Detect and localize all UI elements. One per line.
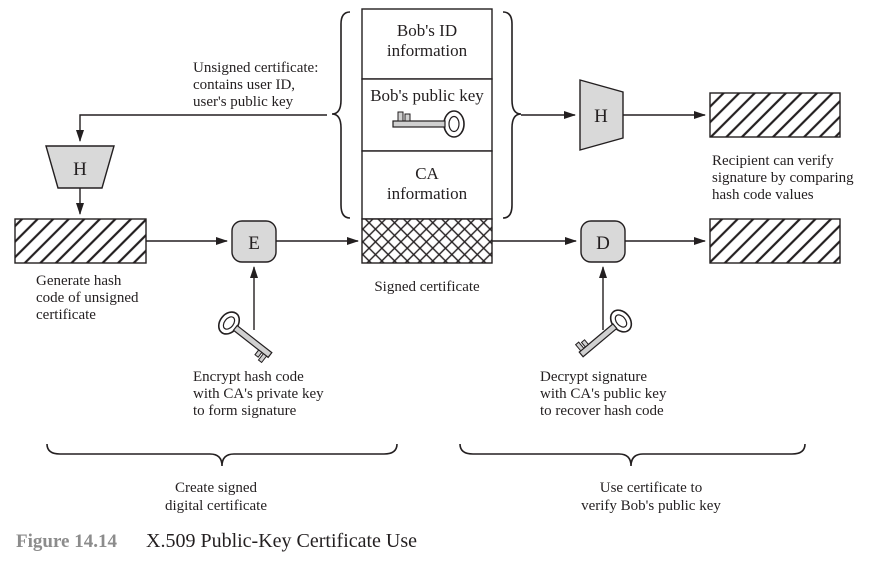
cert-id-line2: information	[387, 41, 468, 60]
decrypt-note-line3: to recover hash code	[540, 403, 664, 419]
encrypt-node: E	[231, 220, 277, 263]
decrypt-node: D	[580, 220, 626, 263]
unsigned-cert-line3: user's public key	[193, 94, 294, 110]
encrypt-note-line2: with CA's private key	[193, 386, 324, 402]
signed-certificate-label: Signed certificate	[374, 279, 480, 295]
use-section-line2: verify Bob's public key	[581, 498, 721, 514]
hash-right-label: H	[594, 106, 608, 127]
cert-id-line1: Bob's ID	[397, 21, 457, 40]
certificate-stack: Bob's ID information Bob's public key CA…	[361, 8, 493, 295]
encrypt-note-line3: to form signature	[193, 403, 297, 419]
right-cert-brace	[502, 11, 522, 219]
figure-number: Figure 14.14	[16, 531, 117, 552]
recipient-note-line1: Recipient can verify	[712, 153, 834, 169]
hash-function-left: H	[45, 145, 115, 189]
generate-hash-line2: code of unsigned	[36, 290, 139, 306]
unsigned-to-hash-arrow	[76, 114, 327, 142]
use-section-line1: Use certificate to	[600, 480, 702, 496]
generate-hash-line3: certificate	[36, 307, 96, 323]
figure-title: X.509 Public-Key Certificate Use	[146, 530, 417, 552]
decrypt-label: D	[596, 233, 610, 254]
unsigned-cert-line2: contains user ID,	[193, 77, 295, 93]
hash-code-box-computed	[709, 92, 841, 138]
use-section-brace	[459, 443, 806, 467]
encrypt-note-line1: Encrypt hash code	[193, 369, 304, 385]
cert-pubkey-field	[361, 78, 493, 152]
cert-ca-line2: information	[387, 184, 468, 203]
cert-id-field	[361, 8, 493, 80]
create-section-brace	[46, 443, 398, 467]
decrypt-note-line1: Decrypt signature	[540, 369, 647, 385]
public-key-icon	[392, 110, 465, 138]
left-cert-brace	[331, 11, 351, 219]
encrypt-label: E	[248, 233, 260, 254]
decrypt-note-line2: with CA's public key	[540, 386, 667, 402]
create-section-line2: digital certificate	[165, 498, 267, 514]
cert-ca-field	[361, 150, 493, 220]
hash-function-right: H	[579, 79, 624, 151]
unsigned-cert-line1: Unsigned certificate:	[193, 60, 318, 76]
signature-block	[361, 218, 493, 264]
hash-code-box-left	[14, 218, 147, 264]
recipient-note-line2: signature by comparing	[712, 170, 854, 186]
hash-code-box-decrypted	[709, 218, 841, 264]
cert-pubkey-label: Bob's public key	[370, 86, 484, 105]
hash-left-label: H	[73, 159, 87, 180]
private-key-icon	[213, 307, 279, 366]
generate-hash-line1: Generate hash	[36, 273, 122, 289]
recipient-note-line3: hash code values	[712, 187, 814, 203]
cert-ca-line1: CA	[415, 164, 439, 183]
ca-public-key-icon	[572, 305, 637, 365]
create-section-line1: Create signed	[175, 480, 258, 496]
